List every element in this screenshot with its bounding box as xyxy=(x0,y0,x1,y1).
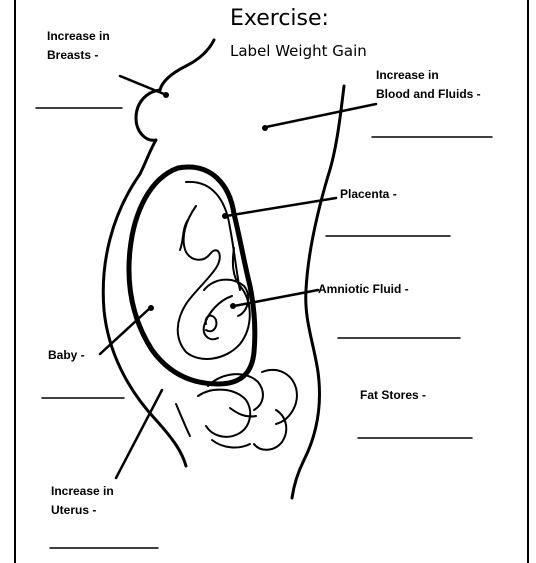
uterus-wall xyxy=(129,167,255,384)
label-uterus-line1: Increase in xyxy=(51,482,114,501)
label-blood-line2: Blood and Fluids - xyxy=(376,85,481,104)
label-breasts-line2: Breasts - xyxy=(47,46,110,65)
leader-blood xyxy=(266,104,376,127)
exercise-title: Exercise: xyxy=(230,6,329,32)
label-breasts: Increase in Breasts - xyxy=(47,27,110,65)
label-blood-line1: Increase in xyxy=(376,66,481,85)
label-amniotic: Amniotic Fluid - xyxy=(318,280,409,299)
label-placenta: Placenta - xyxy=(340,185,397,204)
pelvis-fold-4 xyxy=(254,410,286,450)
breast-outline xyxy=(136,90,160,174)
baby-ear xyxy=(206,316,217,332)
back-outline xyxy=(160,40,214,90)
leader-uterus xyxy=(116,390,162,478)
pelvis-fold-6 xyxy=(176,404,190,436)
dot-placenta xyxy=(222,213,228,219)
pelvis-fold-3 xyxy=(262,370,297,424)
dot-breasts xyxy=(163,92,169,98)
label-uterus: Increase in Uterus - xyxy=(51,482,114,520)
leader-breasts xyxy=(120,76,164,94)
pelvis-fold-7 xyxy=(230,408,256,417)
pelvis-fold-5 xyxy=(212,440,250,447)
pelvis-fold-2 xyxy=(198,390,250,437)
dot-blood xyxy=(262,125,268,131)
label-baby: Baby - xyxy=(48,346,85,365)
dot-amniotic xyxy=(230,303,236,309)
label-blood: Increase in Blood and Fluids - xyxy=(376,66,481,104)
dot-baby xyxy=(148,305,154,311)
exercise-subtitle: Label Weight Gain xyxy=(230,42,367,60)
label-uterus-line2: Uterus - xyxy=(51,501,114,520)
label-breasts-line1: Increase in xyxy=(47,27,110,46)
label-fat: Fat Stores - xyxy=(360,386,426,405)
